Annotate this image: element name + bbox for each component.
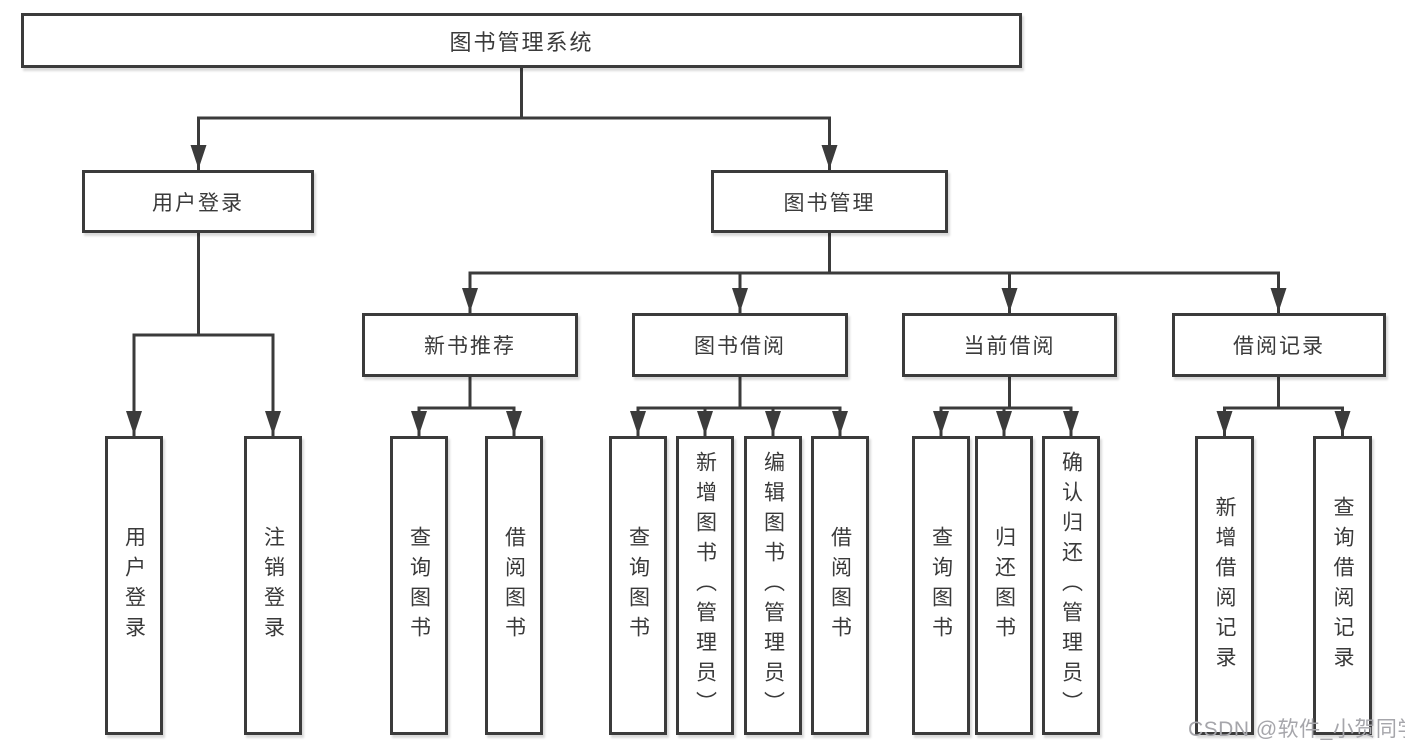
- node-borrow-record-label: 借阅记录: [1233, 335, 1325, 358]
- leaf-borrow-book-2: 借阅图书: [811, 436, 869, 735]
- leaf-query-book-3: 查询图书: [912, 436, 970, 735]
- node-book-management-label: 图书管理: [783, 191, 876, 215]
- leaf-confirm-return-admin: 确认归还（管理员）: [1042, 436, 1100, 735]
- node-user-login-label: 用户登录: [152, 191, 244, 215]
- node-book-management: 图书管理: [711, 170, 948, 233]
- node-current-borrow: 当前借阅: [902, 313, 1117, 377]
- leaf-add-borrow-record: 新增借阅记录: [1195, 436, 1254, 735]
- leaf-return-book-label: 归还图书: [992, 525, 1016, 646]
- leaf-query-borrow-record: 查询借阅记录: [1313, 436, 1372, 735]
- node-new-book-recommend: 新书推荐: [362, 313, 578, 377]
- leaf-logout-label: 注销登录: [261, 525, 285, 646]
- leaf-user-login-label: 用户登录: [122, 525, 146, 646]
- leaf-query-book-3-label: 查询图书: [929, 525, 953, 646]
- leaf-add-borrow-record-label: 新增借阅记录: [1213, 495, 1236, 676]
- leaf-add-book-admin: 新增图书（管理员）: [676, 436, 734, 735]
- leaf-logout: 注销登录: [244, 436, 302, 735]
- node-root-label: 图书管理系统: [449, 29, 594, 55]
- leaf-query-book-2: 查询图书: [609, 436, 667, 735]
- leaf-query-book-2-label: 查询图书: [626, 525, 650, 646]
- leaf-borrow-book-1-label: 借阅图书: [502, 525, 526, 646]
- leaf-user-login: 用户登录: [105, 436, 163, 735]
- node-new-book-recommend-label: 新书推荐: [424, 335, 516, 358]
- csdn-watermark: CSDN @软件_小贺同学: [1188, 718, 1405, 741]
- leaf-edit-book-admin: 编辑图书（管理员）: [744, 436, 802, 735]
- leaf-add-book-admin-label: 新增图书（管理员）: [693, 450, 717, 721]
- leaf-query-book-1-label: 查询图书: [407, 525, 431, 646]
- leaf-edit-book-admin-label: 编辑图书（管理员）: [761, 450, 785, 721]
- node-borrow-record: 借阅记录: [1172, 313, 1386, 377]
- node-user-login: 用户登录: [82, 170, 314, 233]
- node-book-borrow-label: 图书借阅: [694, 335, 786, 358]
- leaf-borrow-book-2-label: 借阅图书: [828, 525, 852, 646]
- node-root: 图书管理系统: [21, 13, 1022, 68]
- node-current-borrow-label: 当前借阅: [963, 335, 1056, 358]
- leaf-query-book-1: 查询图书: [390, 436, 448, 735]
- leaf-query-borrow-record-label: 查询借阅记录: [1331, 495, 1354, 676]
- leaf-return-book: 归还图书: [975, 436, 1033, 735]
- node-book-borrow: 图书借阅: [632, 313, 848, 377]
- leaf-borrow-book-1: 借阅图书: [485, 436, 543, 735]
- leaf-confirm-return-admin-label: 确认归还（管理员）: [1059, 450, 1083, 721]
